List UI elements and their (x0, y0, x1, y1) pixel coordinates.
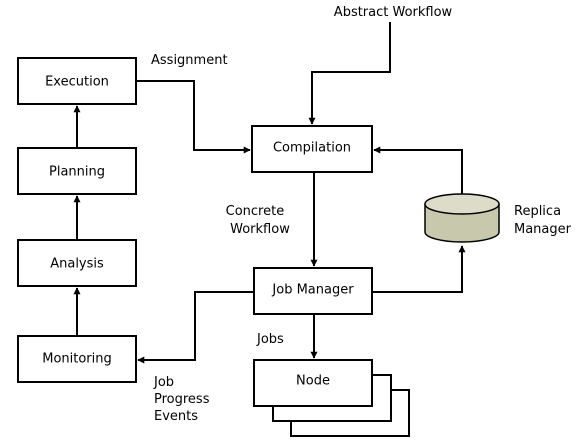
concrete-workflow-line-2: Workflow (230, 222, 290, 237)
edge-replica-to-compilation (373, 146, 463, 194)
monitoring-node: Monitoring (17, 335, 137, 383)
concrete-workflow-line-1: Concrete (226, 204, 285, 219)
monitoring-label: Monitoring (42, 352, 112, 367)
replica-manager-line-1: Replica (514, 204, 561, 219)
assignment-label: Assignment (151, 53, 228, 68)
job-progress-events-line-3: Events (154, 409, 198, 424)
node-stack: Node (253, 359, 410, 437)
replica-manager-label: Replica Manager (514, 204, 572, 237)
replica-manager-line-2: Manager (514, 222, 572, 237)
job-progress-events-line-2: Progress (154, 392, 210, 407)
compilation-label: Compilation (273, 141, 351, 156)
analysis-label: Analysis (50, 257, 104, 272)
edge-job-manager-to-replica (372, 245, 466, 293)
concrete-workflow-label: Concrete Workflow (226, 204, 291, 237)
node-label: Node (296, 374, 330, 389)
edge-job-manager-to-monitoring (137, 291, 254, 364)
edge-abstract-workflow-to-compilation (308, 22, 391, 125)
jobs-label: Jobs (256, 332, 284, 347)
compilation-node: Compilation (251, 125, 373, 173)
edge-execution-to-compilation (136, 80, 251, 154)
execution-label: Execution (45, 75, 109, 90)
job-progress-events-line-1: Job (153, 375, 174, 390)
planning-node: Planning (17, 147, 137, 195)
job-progress-events-label: Job Progress Events (153, 375, 214, 424)
execution-node: Execution (17, 57, 137, 105)
job-manager-label: Job Manager (271, 283, 354, 298)
analysis-node: Analysis (17, 239, 137, 287)
job-manager-node: Job Manager (253, 267, 373, 315)
abstract-workflow-label: Abstract Workflow (334, 5, 453, 20)
replica-manager-cylinder (424, 193, 500, 243)
planning-label: Planning (49, 165, 105, 180)
